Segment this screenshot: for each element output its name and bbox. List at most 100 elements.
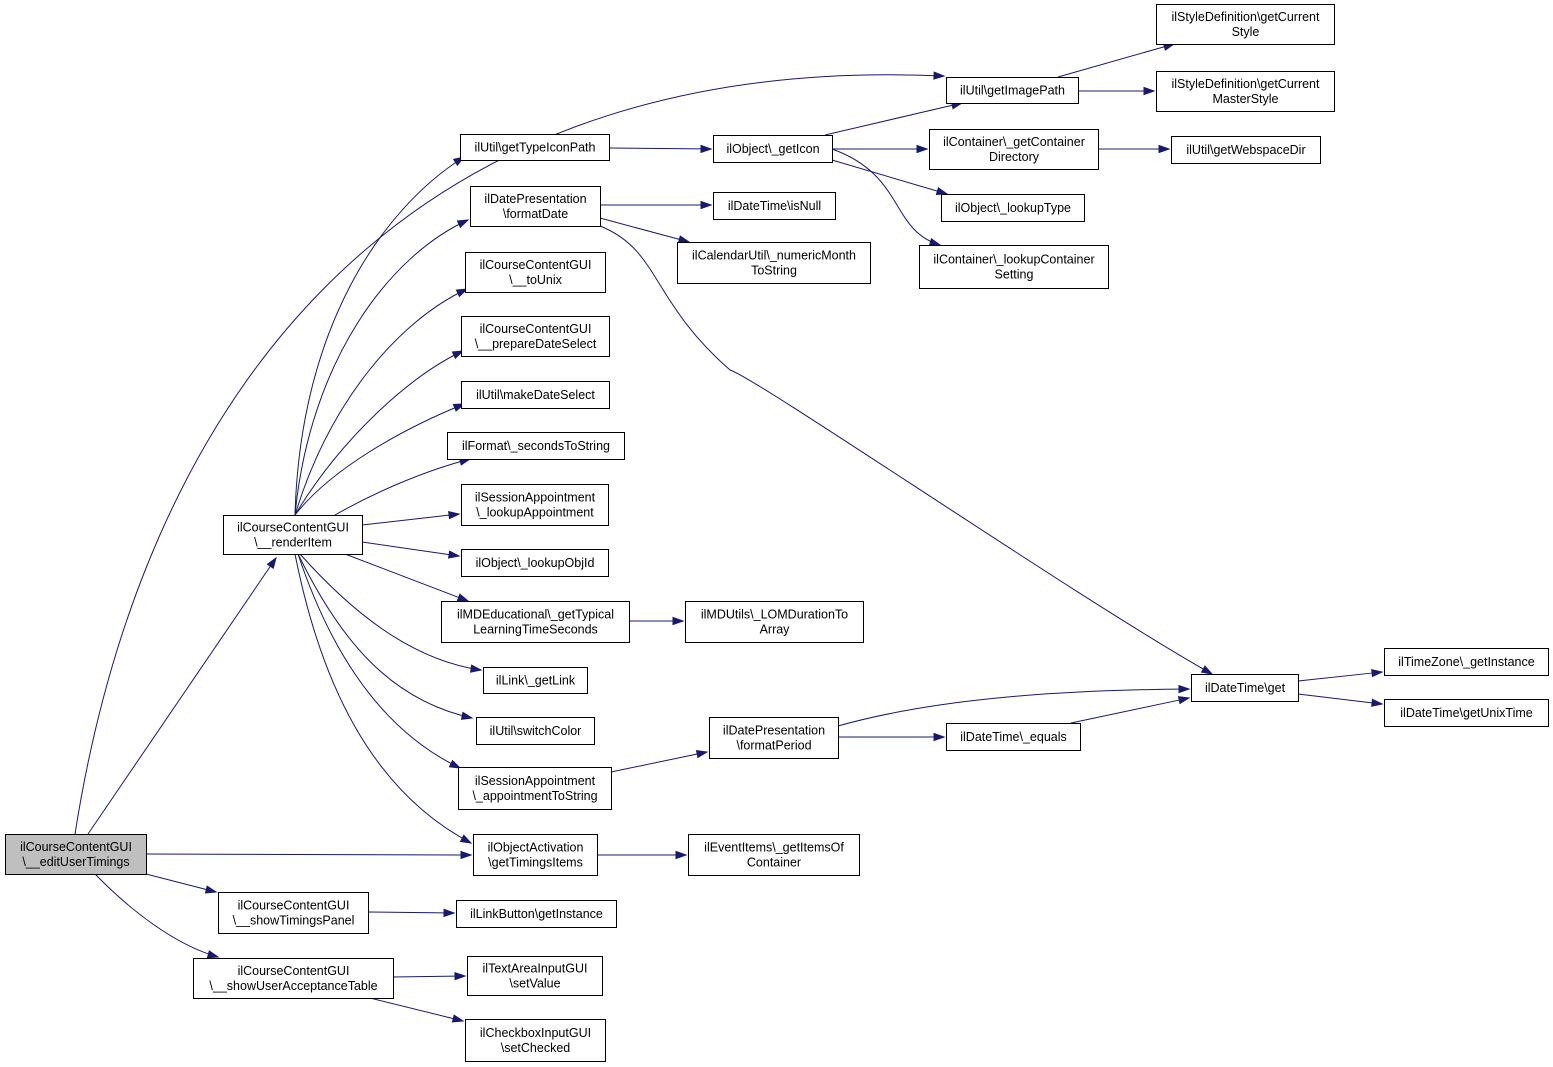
node-box[interactable] [461,316,610,357]
edge-line [608,147,702,150]
node-checkboxSetChecked[interactable]: ilCheckboxInputGUI\setChecked [465,1019,606,1062]
node-label: ilDateTime\getUnixTime [1400,706,1532,720]
edge-line [145,873,207,890]
node-box[interactable] [456,900,617,928]
node-box[interactable] [1384,699,1549,727]
node-box[interactable] [946,77,1079,104]
edge-showTimingsPanel-to-linkButton [367,908,456,918]
edge-dtGet-to-tzGetInstance [1297,668,1384,682]
node-label: ilUtil\makeDateSelect [476,388,595,402]
node-box[interactable] [677,242,871,284]
node-box[interactable] [218,892,369,934]
node-box[interactable] [473,834,598,876]
node-dtEquals[interactable]: ilDateTime\_equals [946,723,1081,751]
node-box[interactable] [458,767,612,810]
node-box[interactable] [685,601,864,643]
node-switchColor[interactable]: ilUtil\switchColor [476,717,595,745]
edge-showUserAcceptanceTable-to-textAreaSetValue [392,971,467,981]
node-box[interactable] [193,958,394,999]
node-box[interactable] [465,1019,606,1062]
node-box[interactable] [919,245,1109,289]
node-showTimingsPanel[interactable]: ilCourseContentGUI\__showTimingsPanel [218,892,369,934]
node-box[interactable] [483,667,588,694]
node-label: \__toUnix [509,273,563,287]
node-prepareDateSelect[interactable]: ilCourseContentGUI\__prepareDateSelect [461,316,610,357]
node-makeDateSelect[interactable]: ilUtil\makeDateSelect [461,381,610,409]
node-box[interactable] [476,717,595,745]
edge-line [1057,46,1165,78]
node-root[interactable]: ilCourseContentGUI\__editUserTimings [5,834,147,875]
node-lookupObjId[interactable]: ilObject\_lookupObjId [461,549,609,577]
edge-line [369,997,454,1020]
node-label: \setChecked [501,1041,571,1055]
node-getLink[interactable]: ilLink\_getLink [483,667,588,694]
node-tzGetInstance[interactable]: ilTimeZone\_getInstance [1384,648,1549,676]
node-getIcon[interactable]: ilObject\_getIcon [713,135,833,163]
edge-line [361,514,450,526]
node-lookupAppointment[interactable]: ilSessionAppointment\_lookupAppointment [461,484,609,526]
node-box[interactable] [460,134,610,161]
edge-line [344,553,459,598]
node-box[interactable] [713,135,833,163]
node-box[interactable] [1156,4,1335,45]
node-box[interactable] [470,186,601,227]
node-box[interactable] [941,194,1085,222]
node-isNull[interactable]: ilDateTime\isNull [713,192,836,220]
node-getImagePath[interactable]: ilUtil\getImagePath [946,77,1079,104]
node-box[interactable] [713,192,836,220]
node-label: \formatDate [503,207,568,221]
node-label: Style [1232,25,1260,39]
node-box[interactable] [929,129,1099,170]
node-box[interactable] [688,834,860,876]
node-getTimingsItems[interactable]: ilObjectActivation\getTimingsItems [473,834,598,876]
node-renderItem[interactable]: ilCourseContentGUI\__renderItem [223,515,363,555]
node-box[interactable] [709,717,839,759]
node-textAreaSetValue[interactable]: ilTextAreaInputGUI\setValue [467,956,603,996]
edge-root-to-renderItem [87,556,277,835]
node-label: LearningTimeSeconds [473,623,598,637]
edge-line [367,911,445,914]
node-box[interactable] [223,515,363,555]
node-label: ilDateTime\_equals [960,730,1067,744]
edge-root-to-showTimingsPanel [145,873,218,894]
node-box[interactable] [461,381,610,409]
arrowhead [916,144,929,154]
node-box[interactable] [1156,71,1335,112]
node-getUnixTime[interactable]: ilDateTime\getUnixTime [1384,699,1549,727]
node-lookupType[interactable]: ilObject\_lookupType [941,194,1085,222]
node-label: Array [760,623,791,637]
node-box[interactable] [461,549,609,577]
node-box[interactable] [1191,674,1299,702]
node-box[interactable] [946,723,1081,751]
node-label: \getTimingsItems [488,856,583,870]
node-label: ilLinkButton\getInstance [470,907,603,921]
node-dtGet[interactable]: ilDateTime\get [1191,674,1299,702]
arrowhead [448,759,462,769]
node-showUserAcceptanceTable[interactable]: ilCourseContentGUI\__showUserAcceptanceT… [193,958,394,999]
node-box[interactable] [447,432,625,460]
node-getTypicalLearningTime[interactable]: ilMDEducational\_getTypicalLearningTimeS… [441,601,630,643]
node-formatPeriod[interactable]: ilDatePresentation\formatPeriod [709,717,839,759]
node-appointmentToString[interactable]: ilSessionAppointment\_appointmentToStrin… [458,767,612,810]
node-secondsToString[interactable]: ilFormat\_secondsToString [447,432,625,460]
node-formatDate[interactable]: ilDatePresentation\formatDate [470,186,601,227]
node-linkButton[interactable]: ilLinkButton\getInstance [456,900,617,928]
node-getWebspaceDir[interactable]: ilUtil\getWebspaceDir [1171,136,1321,164]
node-box[interactable] [461,484,609,526]
node-box[interactable] [441,601,630,643]
node-box[interactable] [467,956,603,996]
node-box[interactable] [1171,136,1321,164]
node-box[interactable] [5,834,147,875]
node-toUnix[interactable]: ilCourseContentGUI\__toUnix [465,252,606,293]
node-getTypeIconPath[interactable]: ilUtil\getTypeIconPath [460,134,610,161]
node-box[interactable] [465,252,606,293]
node-box[interactable] [1384,648,1549,676]
